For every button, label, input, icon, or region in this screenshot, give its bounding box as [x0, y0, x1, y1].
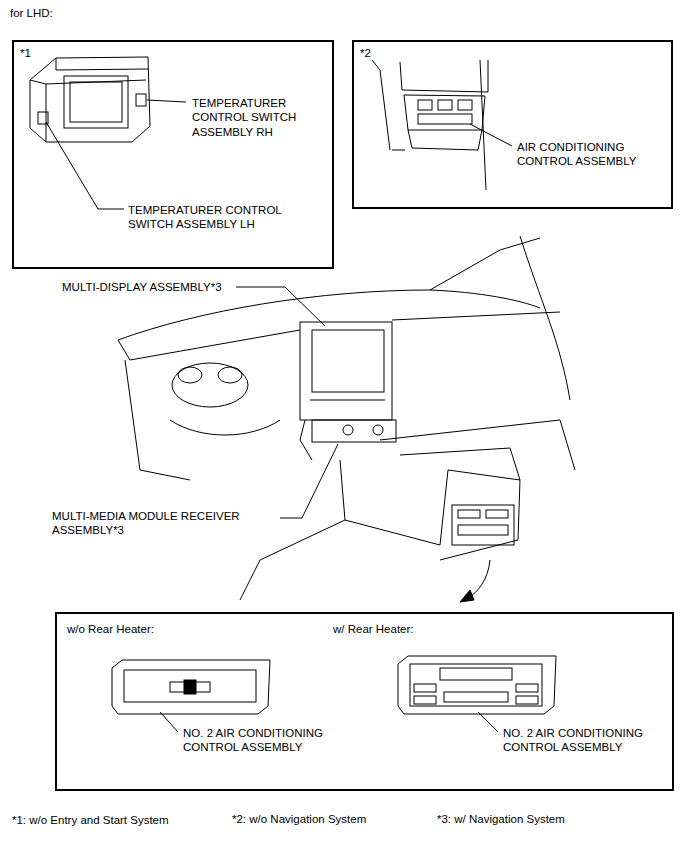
footnote: *1: w/o Entry and Start System: [12, 813, 169, 827]
part-name: MULTI-MEDIA MODULE RECEIVER ASSEMBLY*3: [52, 509, 282, 538]
inset-panel: w/o Rear Heater: w/ Rear Heater: NO. 2 AIR…: [55, 612, 674, 791]
part-name: TEMPERATURER CONTROL SWITCH ASSEMBLY RH: [192, 96, 310, 139]
inset-panel: *2AIR CONDITIONING CONTROL ASSEMBLY: [352, 40, 673, 209]
part-name: NO. 2 AIR CONDITIONING CONTROL ASSEMBLY: [183, 726, 373, 755]
footnote: *2: w/o Navigation System: [232, 812, 366, 826]
footnote: *3: w/ Navigation System: [437, 812, 565, 826]
part-name: NO. 2 AIR CONDITIONING CONTROL ASSEMBLY: [503, 726, 668, 755]
note: for LHD:: [10, 6, 53, 20]
part-name: w/o Rear Heater:: [67, 622, 154, 636]
display-bezel-figure: [30, 57, 150, 142]
part-name: MULTI-DISPLAY ASSEMBLY*3: [62, 280, 222, 294]
callout-number: *2: [360, 46, 371, 60]
part-name: AIR CONDITIONING CONTROL ASSEMBLY: [517, 140, 657, 169]
part-name: TEMPERATURER CONTROL SWITCH ASSEMBLY LH: [128, 203, 308, 232]
leader-line: [470, 124, 512, 146]
part-name: w/ Rear Heater:: [333, 622, 414, 636]
dash-ac-figure: [372, 60, 488, 190]
callout-number: *1: [20, 46, 31, 60]
rear-panel-figure: [112, 656, 556, 714]
leader-line: [236, 287, 338, 518]
inset-panel: *1TEMPERATURER CONTROL SWITCH ASSEMBLY R…: [12, 40, 334, 269]
view-arrow: [460, 560, 490, 602]
leader-line: [46, 100, 186, 209]
